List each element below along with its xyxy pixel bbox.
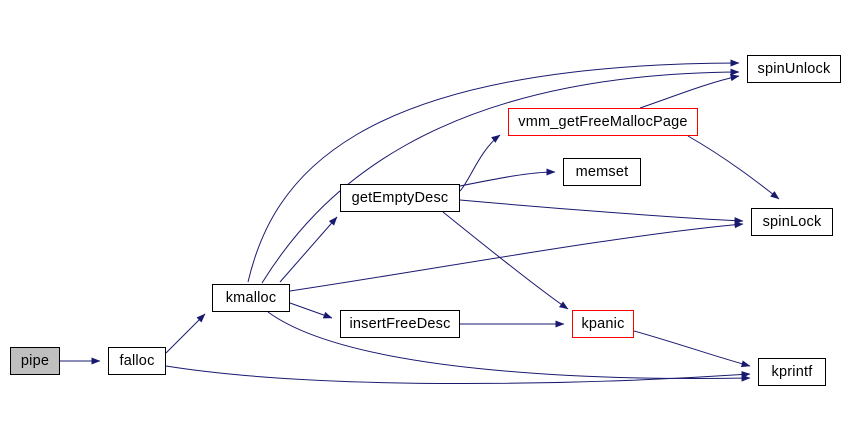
graph-node-falloc[interactable]: falloc: [108, 347, 166, 375]
graph-edge-kmalloc-to-getEmptyDesc: [279, 216, 338, 283]
graph-edge-kpanic-to-kprintf: [633, 330, 751, 368]
graph-node-kprintf[interactable]: kprintf: [758, 358, 826, 386]
graph-node-label: memset: [575, 163, 629, 180]
graph-node-pipe[interactable]: pipe: [10, 347, 60, 375]
graph-node-label: spinLock: [762, 213, 822, 230]
graph-node-label: vmm_getFreeMallocPage: [518, 113, 688, 130]
graph-node-spinUnlock[interactable]: spinUnlock: [747, 55, 841, 83]
graph-edge-falloc-to-kmalloc: [165, 313, 206, 354]
graph-node-label: pipe: [20, 352, 50, 369]
graph-edge-getEmptyDesc-to-spinLock: [459, 199, 744, 225]
graph-edge-kmalloc-to-insertFreeDesc: [289, 302, 333, 319]
graph-edge-kmalloc-to-kprintf: [267, 311, 751, 382]
graph-node-insertFreeDesc[interactable]: insertFreeDesc: [340, 310, 460, 338]
graph-node-label: kmalloc: [225, 289, 277, 306]
graph-node-label: getEmptyDesc: [351, 189, 449, 206]
graph-node-kmalloc[interactable]: kmalloc: [212, 284, 290, 312]
graph-edge-getEmptyDesc-to-vmm_getFreeMallocPage: [459, 134, 501, 192]
graph-node-getEmptyDesc[interactable]: getEmptyDesc: [340, 184, 460, 212]
graph-edge-falloc-to-kprintf: [165, 365, 751, 384]
graph-node-memset[interactable]: memset: [563, 158, 641, 186]
graph-node-label: kprintf: [771, 363, 813, 380]
graph-edge-getEmptyDesc-to-kpanic: [442, 211, 569, 310]
graph-node-label: insertFreeDesc: [349, 315, 451, 332]
graph-edge-getEmptyDesc-to-memset: [459, 168, 556, 187]
graph-node-kpanic[interactable]: kpanic: [572, 310, 634, 338]
graph-edge-kmalloc-to-spinUnlock: [261, 68, 740, 284]
graph-node-label: falloc: [119, 352, 155, 369]
graph-node-label: kpanic: [581, 315, 625, 332]
graph-node-vmm_getFreeMallocPage[interactable]: vmm_getFreeMallocPage: [508, 108, 698, 136]
graph-edge-vmm_getFreeMallocPage-to-spinLock: [687, 135, 780, 200]
graph-edge-kmalloc-to-spinUnlock: [247, 59, 740, 283]
graph-node-label: spinUnlock: [757, 60, 831, 77]
graph-edges: [60, 59, 780, 384]
graph-edge-vmm_getFreeMallocPage-to-spinUnlock: [639, 74, 740, 109]
graph-edge-kmalloc-to-spinLock: [289, 221, 744, 292]
graph-node-spinLock[interactable]: spinLock: [751, 208, 833, 236]
